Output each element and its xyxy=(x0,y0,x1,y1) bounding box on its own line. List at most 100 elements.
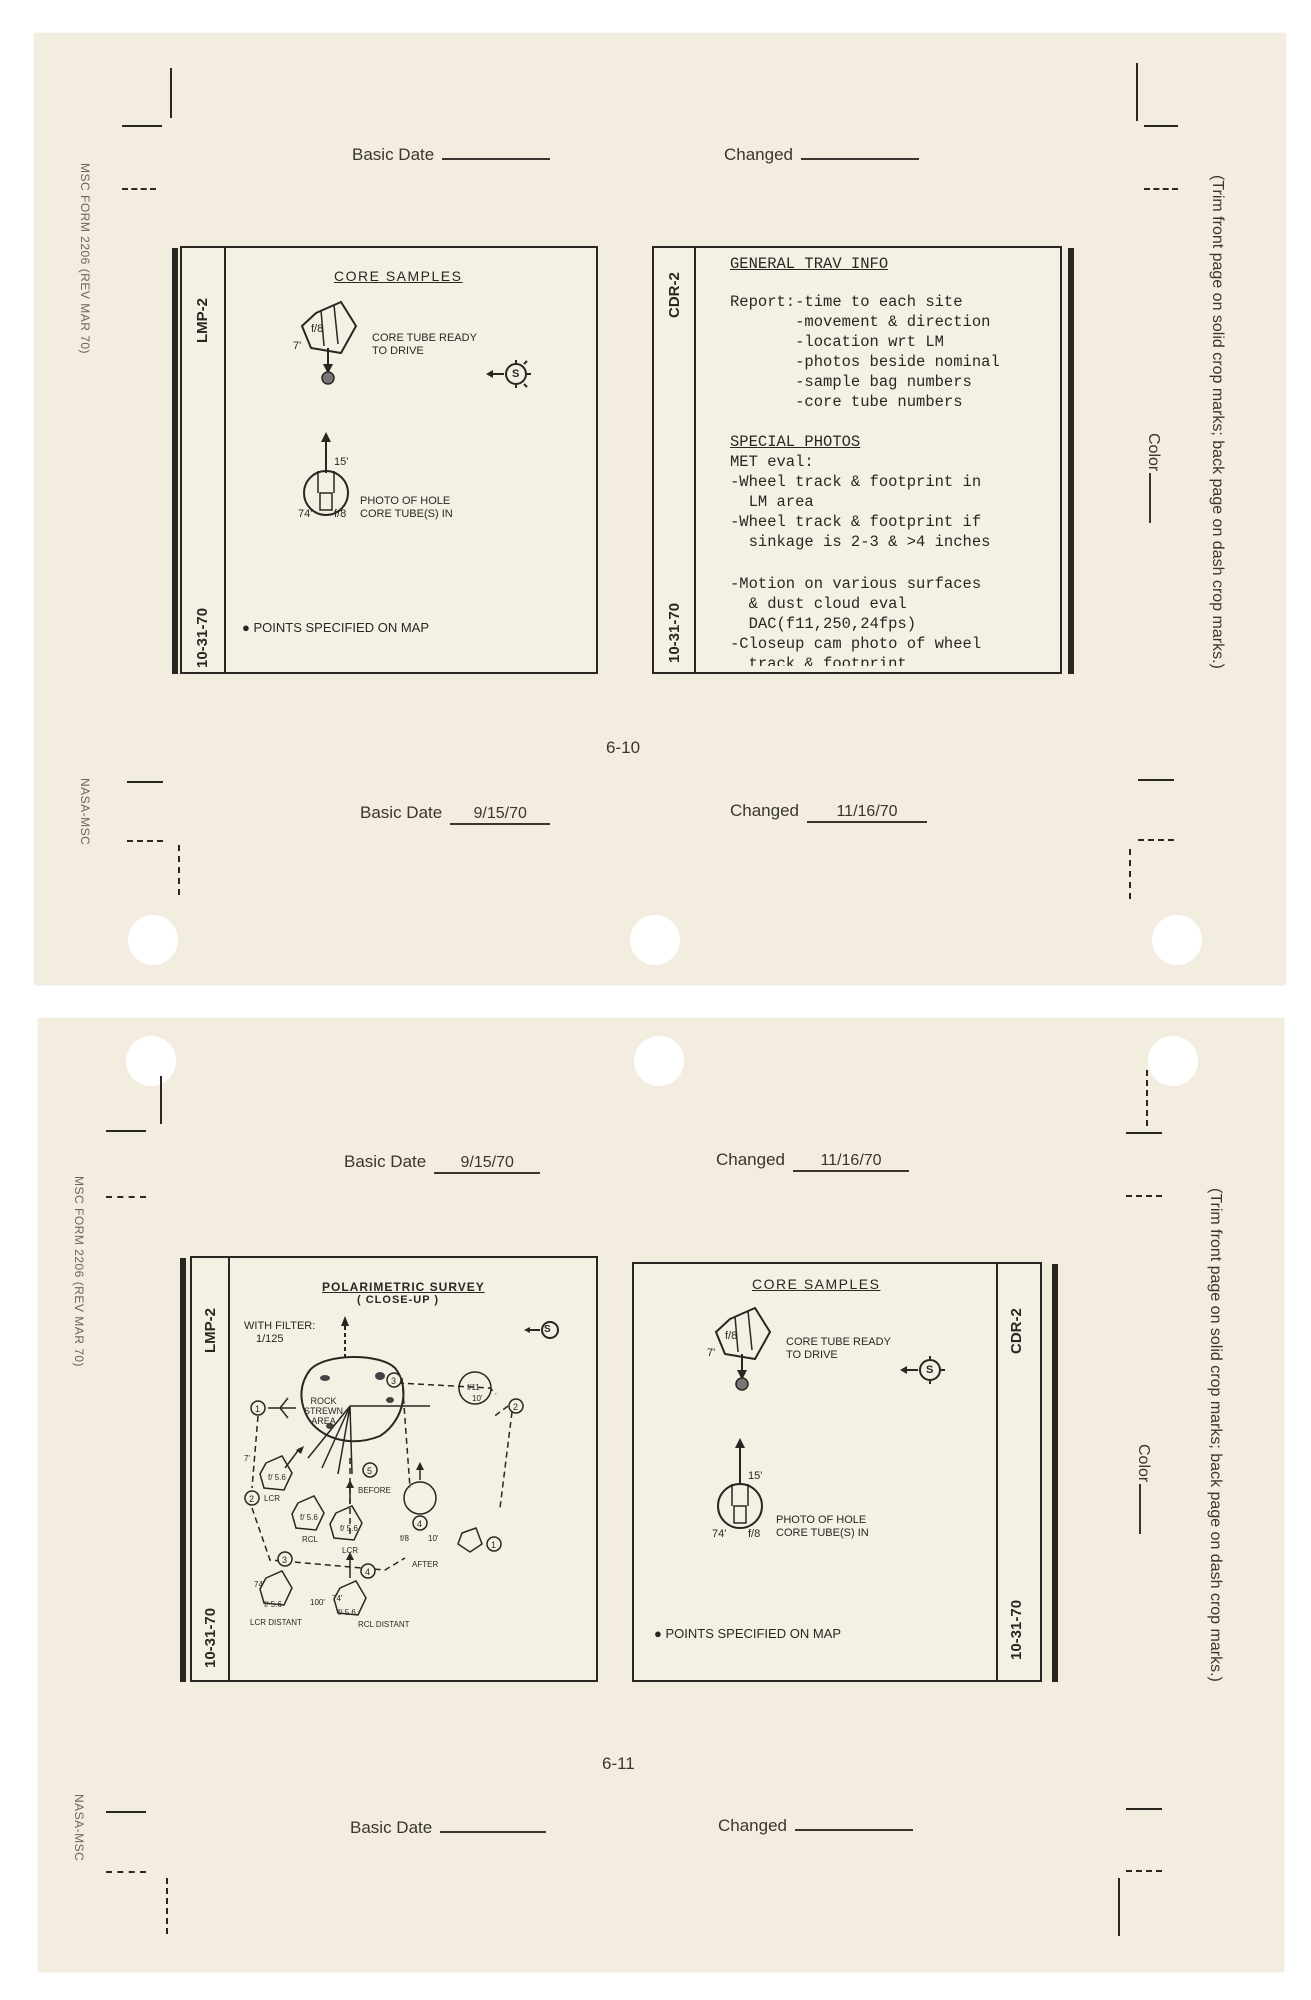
crop-mark xyxy=(127,840,163,842)
core-tube-marker xyxy=(735,1377,749,1391)
changed-value: 11/16/70 xyxy=(793,1152,910,1172)
sun-label: S xyxy=(544,1324,551,1335)
card-date-label: 10-31-70 xyxy=(1008,1599,1025,1660)
polarimetric-survey-map: 1 2 3 2 3 5 4 4 1 xyxy=(244,1316,559,1616)
f-stop-label: f/11 xyxy=(467,1383,480,1392)
card-cdr2-core-samples: CDR-2 10-31-70 CORE SAMPLES xyxy=(632,1262,1058,1682)
rcl-label: RCL xyxy=(302,1535,319,1544)
filter-label: WITH FILTER: xyxy=(244,1320,316,1332)
distance-label: 74' xyxy=(254,1580,265,1589)
crop-mark xyxy=(1146,1070,1148,1126)
report-line: -sample bag numbers xyxy=(730,373,972,391)
before-label: BEFORE xyxy=(358,1486,391,1495)
changed-value xyxy=(801,158,920,160)
station-number: 3 xyxy=(391,1376,396,1386)
met-line: -Wheel track & footprint in xyxy=(730,473,982,491)
sun-label: S xyxy=(926,1364,934,1376)
card-edge-bar xyxy=(180,1258,186,1682)
card-title: GENERAL TRAV INFO xyxy=(730,255,889,273)
report-line: Report:-time to each site xyxy=(730,293,963,311)
header-basic-date: Basic Date xyxy=(352,145,551,165)
color-label: Color xyxy=(1144,433,1162,524)
card-divider xyxy=(228,1258,230,1680)
f-stop-label: f/ 5.6 xyxy=(340,1524,358,1533)
crop-mark xyxy=(127,781,163,783)
core-sample-sketch xyxy=(714,1306,945,1529)
footnote: ● POINTS SPECIFIED ON MAP xyxy=(654,1626,841,1641)
card-id-label: LMP-2 xyxy=(194,298,211,343)
met-line: LM area xyxy=(730,493,814,511)
motion-list: -Motion on various surfaces & dust cloud… xyxy=(730,574,981,666)
card-subtitle: ( CLOSE-UP ) xyxy=(357,1294,440,1306)
report-line: -core tube numbers xyxy=(730,393,963,411)
core-sample-sketch xyxy=(300,300,531,516)
rock-area-word: STREWN xyxy=(304,1406,343,1416)
after-label: AFTER xyxy=(412,1560,439,1569)
checklist-page-top: MSC FORM 2206 (REV MAR 70) NASA-MSC (Tri… xyxy=(34,33,1286,985)
card-title: CORE SAMPLES xyxy=(752,1276,881,1292)
basic-date-value xyxy=(440,1831,547,1833)
rock-strewn-area xyxy=(300,1356,405,1443)
sun-icon xyxy=(524,1321,559,1339)
card-date-label: 10-31-70 xyxy=(202,1607,219,1668)
lcr-label: LCR xyxy=(264,1494,281,1503)
footnote: ● POINTS SPECIFIED ON MAP xyxy=(242,620,429,635)
distance-label: 74' xyxy=(332,1594,343,1603)
crop-mark xyxy=(1129,849,1131,899)
basic-date-label: Basic Date xyxy=(344,1152,427,1171)
core-tube-ready-text: CORE TUBE READY xyxy=(372,332,477,344)
binder-hole xyxy=(126,1036,176,1086)
station-number: 4 xyxy=(417,1519,422,1529)
crop-mark xyxy=(1126,1132,1162,1134)
station-markers xyxy=(244,1372,524,1579)
distance-label: 10' xyxy=(472,1394,483,1403)
changed-value xyxy=(795,1829,914,1831)
camera-icon xyxy=(300,300,358,355)
basic-date-label: Basic Date xyxy=(352,145,435,164)
f-stop-label: f/ 5.6 xyxy=(264,1600,282,1609)
photo-distance-up: 15' xyxy=(334,456,349,468)
lcr-distant-label: LCR DISTANT xyxy=(250,1618,302,1627)
card-edge-bar xyxy=(1068,248,1074,674)
basic-date-value: 9/15/70 xyxy=(434,1154,541,1174)
station-number: 2 xyxy=(513,1402,518,1412)
crop-mark xyxy=(1126,1808,1162,1810)
crop-mark xyxy=(170,68,172,118)
core-tube-ready-text: CORE TUBE READY xyxy=(786,1336,891,1348)
station-number: 2 xyxy=(249,1494,254,1504)
station-number: 1 xyxy=(491,1540,496,1550)
card-cdr2-trav-info: CDR-2 10-31-70 GENERAL TRAV INFO Report:… xyxy=(652,246,1074,674)
crop-mark xyxy=(106,1196,146,1198)
camera-icons xyxy=(259,1371,492,1616)
crop-mark xyxy=(1126,1195,1162,1197)
crop-mark xyxy=(1138,779,1174,781)
card-divider xyxy=(996,1264,998,1680)
agency-label: NASA-MSC xyxy=(72,1794,86,1862)
hole-photo-camera-icon xyxy=(717,1483,763,1529)
card-edge-bar xyxy=(172,248,178,674)
report-list: Report:-time to each site -movement & di… xyxy=(730,292,1000,412)
special-photos-title: SPECIAL PHOTOS xyxy=(730,433,861,451)
card-divider xyxy=(694,248,696,672)
camera-distance: 7' xyxy=(293,340,302,352)
lcr-label: LCR xyxy=(342,1546,359,1555)
photo-hole-text: PHOTO OF HOLE xyxy=(776,1514,867,1526)
crop-mark xyxy=(1144,125,1178,127)
card-divider xyxy=(224,248,226,672)
crop-mark xyxy=(1138,839,1174,841)
distance-label: 100' xyxy=(310,1598,325,1607)
met-line: MET eval: xyxy=(730,453,814,471)
camera-icon xyxy=(714,1306,772,1361)
f-stop-label: f/ 5.6 xyxy=(300,1513,318,1522)
rcl-distant-label: RCL DISTANT xyxy=(358,1620,410,1629)
crop-mark xyxy=(178,845,180,895)
header-basic-date: Basic Date 9/15/70 xyxy=(344,1152,541,1174)
photo-distance-up: 15' xyxy=(748,1470,763,1482)
card-title: POLARIMETRIC SURVEY xyxy=(322,1280,485,1294)
met-line: sinkage is 2-3 & >4 inches xyxy=(730,533,991,551)
footer-changed: Changed xyxy=(718,1816,914,1836)
photo-f-stop: f/8 xyxy=(334,508,347,520)
card-id-label: LMP-2 xyxy=(202,1308,219,1353)
photo-hole-text: CORE TUBE(S) IN xyxy=(776,1527,869,1539)
